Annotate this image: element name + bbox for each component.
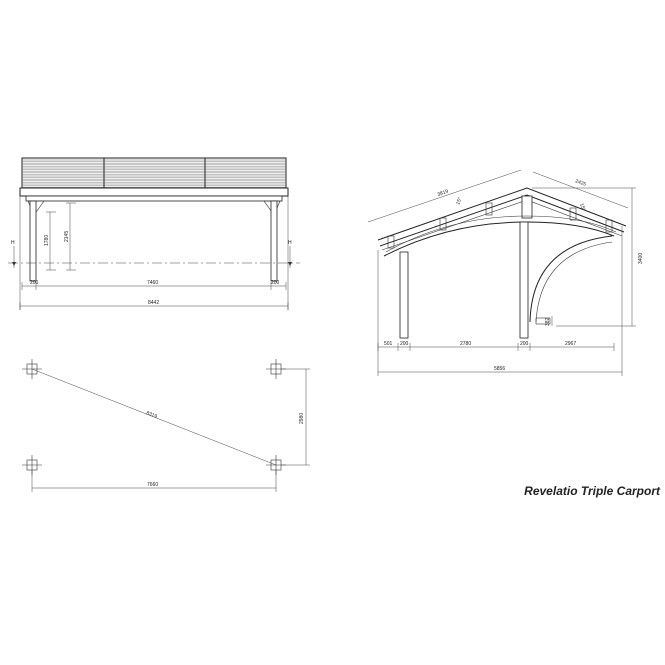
plan-depth-dim: 2980 [281, 368, 310, 466]
plan-width-label: 7660 [147, 482, 158, 488]
front-outer-label: 8442 [148, 300, 159, 306]
side-rafter-right-label: 2425 [574, 178, 587, 188]
front-post-left-label: 200 [30, 280, 39, 286]
front-height-dim-b: 2145 [64, 202, 76, 271]
side-arch-brace [529, 235, 613, 323]
front-height-a-label: 1780 [44, 235, 50, 246]
side-height-dim: 3400 382 [532, 187, 644, 327]
plan-diagonal-line [31, 368, 277, 466]
front-roof-panel [21, 157, 287, 189]
plan-depth-label: 2980 [299, 413, 305, 424]
side-elevation: 3819 2425 15° 15° 3400 382 501 200 2780 [367, 169, 644, 376]
front-post-right [270, 200, 278, 282]
side-total-label: 5856 [494, 366, 505, 372]
side-bay-label: 2780 [460, 341, 471, 347]
side-post-right [519, 221, 529, 339]
front-height-b-label: 2145 [64, 231, 70, 242]
front-level-label-right: H [288, 240, 292, 246]
side-overhang-label: 501 [384, 341, 393, 347]
plan-width-dim: 7660 [31, 470, 277, 492]
drawing-title: Revelatio Triple Carport [524, 484, 660, 498]
side-post-left [399, 251, 409, 339]
side-pitch-left-label: 15° [455, 197, 463, 206]
side-post-a-label: 200 [400, 341, 409, 347]
front-beam [25, 195, 283, 202]
side-rafter-dims: 3819 2425 15° 15° [367, 169, 629, 223]
front-level-marker-left: H [11, 240, 16, 268]
side-height-label: 3400 [638, 253, 644, 264]
plan-diagonal-label: 8319 [145, 410, 158, 420]
front-level-label-left: H [11, 240, 15, 246]
side-cantilever-label: 2967 [565, 341, 576, 347]
front-bottom-dims: 200 7460 200 8442 [19, 196, 289, 310]
side-rafter-left-label: 3819 [437, 189, 450, 198]
front-level-marker-right: H [288, 240, 292, 268]
side-base-gap-label: 382 [545, 317, 551, 326]
side-roof [377, 187, 627, 251]
front-span-label: 7460 [147, 280, 158, 286]
side-post-b-label: 200 [520, 341, 529, 347]
front-height-dim-a: 1780 [44, 211, 56, 271]
plan-view: 8319 7660 2980 [22, 359, 310, 492]
front-post-left [29, 200, 37, 282]
side-pitch-right-label: 15° [578, 203, 586, 212]
front-elevation: H H 1780 2145 200 7460 [8, 157, 300, 310]
front-fascia [19, 187, 289, 197]
side-bottom-dims: 501 200 2780 200 2967 5856 [377, 226, 623, 376]
front-post-right-label: 200 [271, 280, 280, 286]
